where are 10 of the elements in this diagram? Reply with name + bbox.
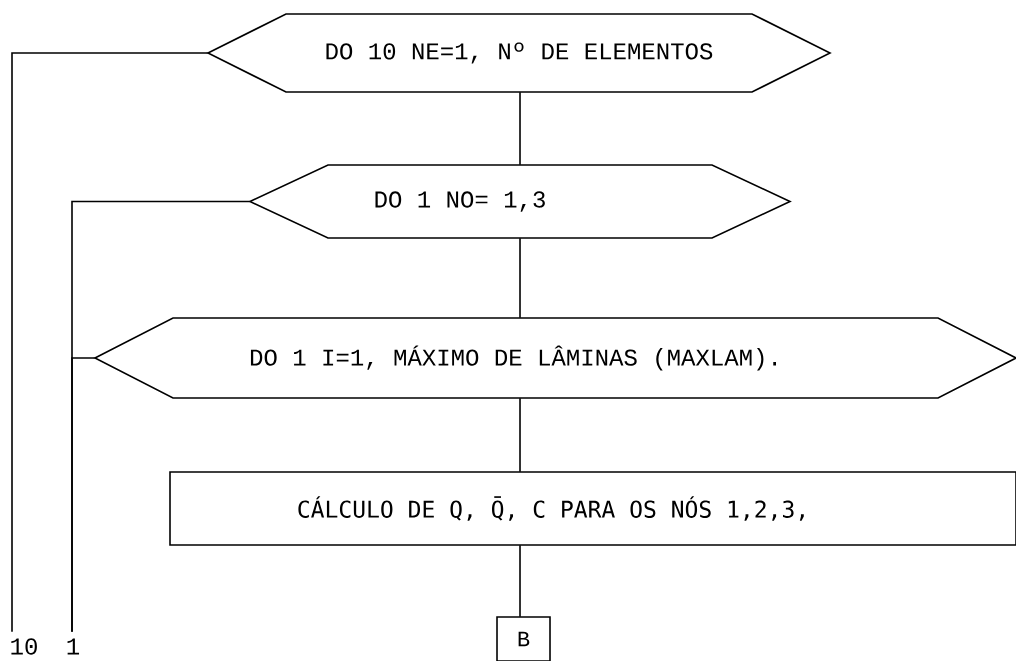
flow-line <box>519 91 521 166</box>
flow-line <box>519 397 521 473</box>
flow-line <box>519 544 521 618</box>
flow-line <box>11 52 209 633</box>
process-box: B <box>496 616 551 661</box>
flow-line <box>71 357 96 633</box>
flow-line <box>519 237 521 319</box>
loop-label: 1 <box>67 638 80 655</box>
loop-label: 10 <box>11 638 37 655</box>
process-box: CÁLCULO DE Q, Q̄, C PARA OS NÓS 1,2,3, <box>169 471 1016 546</box>
